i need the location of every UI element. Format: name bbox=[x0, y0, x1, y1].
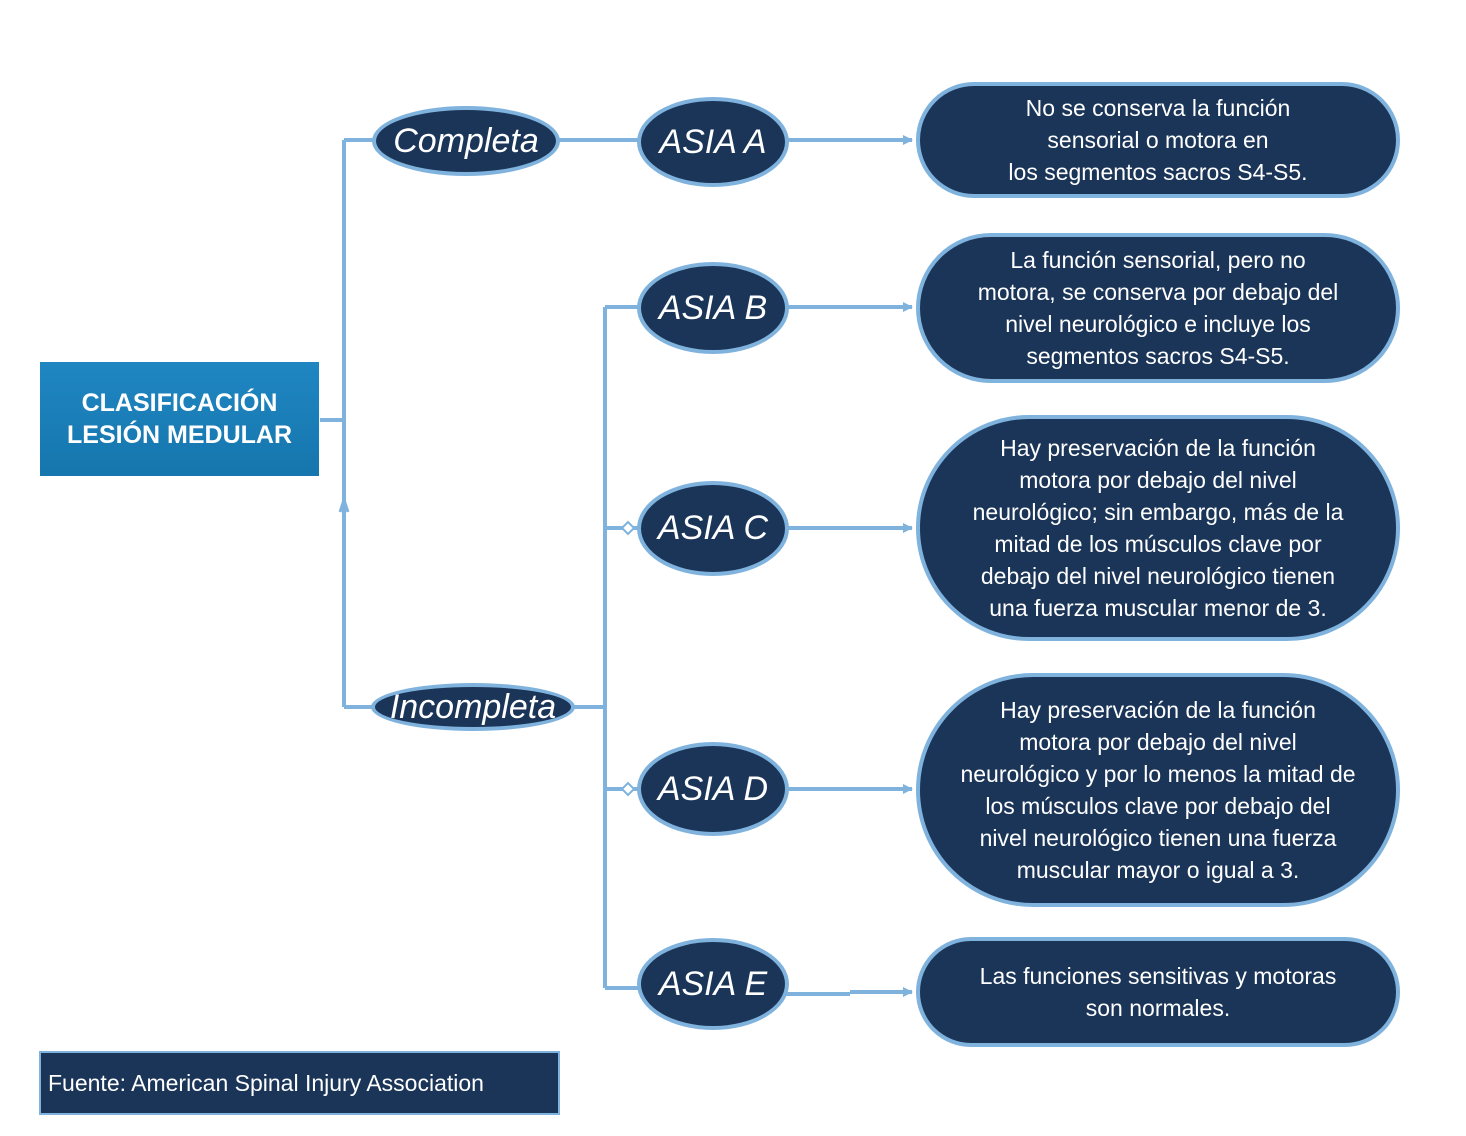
desc-asia-c: Hay preservación de la función motora po… bbox=[916, 415, 1400, 641]
desc-line: sensorial o motora en bbox=[1047, 127, 1269, 153]
desc-line: nivel neurológico e incluye los bbox=[1005, 311, 1311, 337]
root-connector bbox=[320, 138, 374, 709]
desc-line: una fuerza muscular menor de 3. bbox=[989, 595, 1327, 621]
desc-line: neurológico y por lo menos la mitad de bbox=[960, 761, 1356, 787]
desc-line: motora por debajo del nivel bbox=[1019, 467, 1297, 493]
desc-line: motora, se conserva por debajo del bbox=[977, 279, 1339, 305]
node-asia-b: ASIA B bbox=[637, 262, 789, 354]
desc-line: debajo del nivel neurológico tienen bbox=[980, 563, 1336, 589]
root-connector-arrowtip bbox=[338, 495, 350, 513]
desc-asia-a: No se conserva la función sensorial o mo… bbox=[916, 82, 1400, 198]
incompleta-trunk bbox=[572, 305, 640, 990]
desc-line: los músculos clave por debajo del bbox=[985, 793, 1331, 819]
desc-line: neurológico; sin embargo, más de la bbox=[972, 499, 1344, 525]
root-line-2: LESIÓN MEDULAR bbox=[67, 421, 292, 449]
desc-asia-b: La función sensorial, pero no motora, se… bbox=[916, 233, 1400, 383]
desc-line: Las funciones sensitivas y motoras bbox=[979, 963, 1337, 989]
root-line-1: CLASIFICACIÓN bbox=[81, 389, 278, 417]
desc-line: Hay preservación de la función bbox=[1000, 697, 1316, 723]
node-asia-a: ASIA A bbox=[637, 97, 789, 187]
desc-asia-d: Hay preservación de la función motora po… bbox=[916, 673, 1400, 907]
desc-line: motora por debajo del nivel bbox=[1019, 729, 1297, 755]
root-node: CLASIFICACIÓN LESIÓN MEDULAR bbox=[40, 362, 319, 476]
desc-line: No se conserva la función bbox=[1025, 95, 1291, 121]
desc-line: los segmentos sacros S4-S5. bbox=[1008, 159, 1308, 185]
junction-diamond-d bbox=[620, 781, 636, 797]
junction-diamond-c bbox=[620, 520, 636, 536]
node-asia-c: ASIA C bbox=[637, 481, 789, 576]
node-completa: Completa bbox=[372, 106, 560, 176]
desc-line: mitad de los músculos clave por bbox=[994, 531, 1322, 557]
desc-asia-e: Las funciones sensitivas y motoras son n… bbox=[916, 937, 1400, 1047]
desc-line: La función sensorial, pero no bbox=[1010, 247, 1306, 273]
desc-line: segmentos sacros S4-S5. bbox=[1026, 343, 1290, 369]
desc-line: muscular mayor o igual a 3. bbox=[1016, 857, 1300, 883]
source-label: Fuente: American Spinal Injury Associati… bbox=[39, 1051, 560, 1115]
arrow-e bbox=[786, 992, 912, 994]
node-incompleta: Incompleta bbox=[371, 683, 575, 731]
desc-line: Hay preservación de la función bbox=[1000, 435, 1316, 461]
node-asia-e: ASIA E bbox=[637, 938, 789, 1030]
node-asia-d: ASIA D bbox=[637, 742, 789, 836]
desc-line: nivel neurológico tienen una fuerza bbox=[979, 825, 1337, 851]
desc-line: son normales. bbox=[1085, 995, 1231, 1021]
